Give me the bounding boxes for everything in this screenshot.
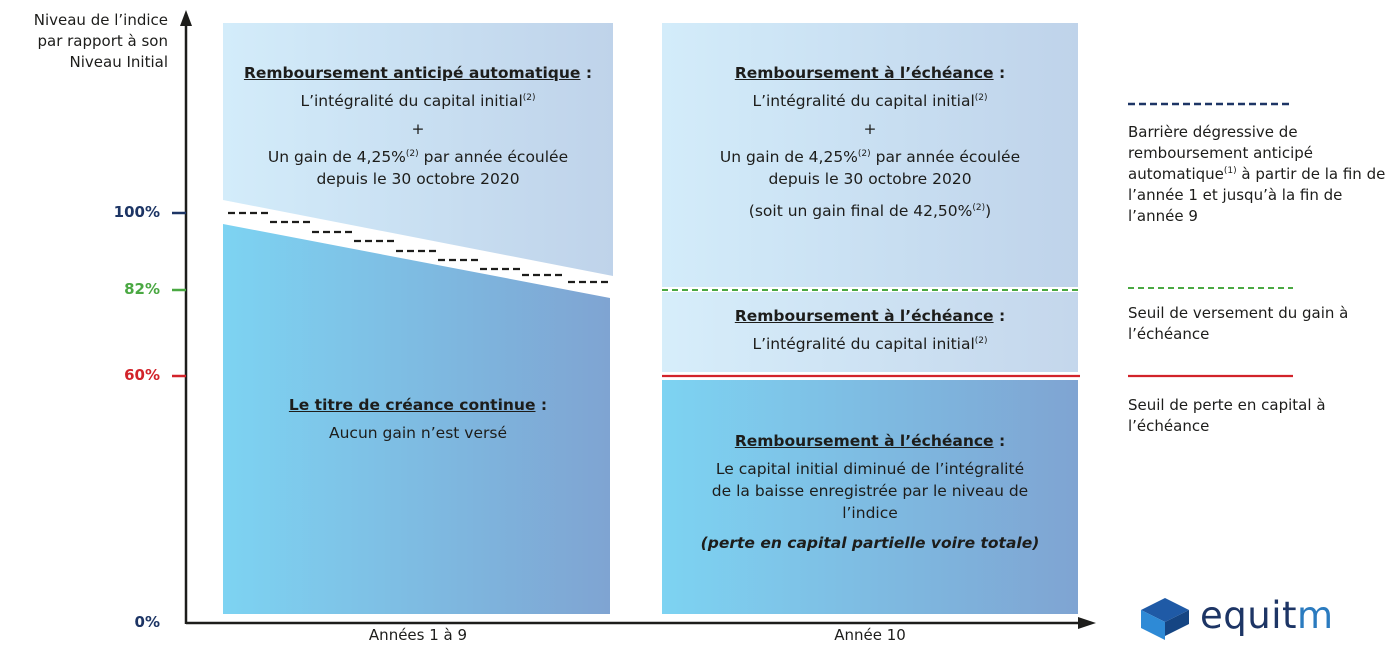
logo-text-accent: m	[1297, 594, 1334, 637]
footnote-ref: (2)	[972, 203, 986, 213]
x-axis-arrow	[1078, 617, 1096, 629]
x-axis-label-year-10: Année 10	[834, 626, 906, 644]
loss-note: (perte en capital partielle voire totale…	[700, 534, 1040, 552]
legend-barrier-text: Barrière dégressive de remboursement ant…	[1128, 122, 1390, 227]
legend-gain-text: Seuil de versement du gain à l’échéance	[1128, 303, 1390, 345]
left-top-panel	[223, 23, 613, 276]
logo-text-main: equit	[1200, 594, 1297, 637]
right-mid-text: Remboursement à l’échéance : L’intégrali…	[662, 305, 1078, 355]
text-line: par année écoulée	[418, 148, 569, 166]
footnote-ref: (2)	[522, 93, 536, 103]
heading-colon: :	[993, 64, 1006, 82]
legend-text: Seuil de perte en capital à l’échéance	[1128, 396, 1326, 435]
text-line: L’intégralité du capital initial	[752, 92, 975, 110]
legend-text: à partir de la fin de l’année 1 et jusqu…	[1128, 165, 1386, 225]
text-line: par année écoulée	[870, 148, 1021, 166]
text-line: L’intégralité du capital initial	[752, 335, 975, 353]
y-axis-title-line: Niveau de l’indice	[33, 11, 168, 29]
text-line: Un gain de 4,25%	[719, 148, 858, 166]
text-line: )	[985, 202, 992, 220]
degressive-barrier	[228, 211, 612, 284]
tick-label-100: 100%	[113, 203, 160, 221]
tick-label-0: 0%	[134, 613, 160, 631]
x-axis-label-years-1-9: Années 1 à 9	[368, 626, 468, 644]
legend-loss-text: Seuil de perte en capital à l’échéance	[1128, 395, 1390, 437]
plus-sign: +	[411, 120, 425, 138]
footnote-ref: (2)	[857, 149, 871, 159]
heading-colon: :	[993, 307, 1006, 325]
left-top-heading: Remboursement anticipé automatique	[243, 64, 581, 82]
text-line: depuis le 30 octobre 2020	[768, 170, 972, 188]
text-line: Le capital initial diminué de l’intégral…	[715, 460, 1025, 478]
footnote-ref: (1)	[1223, 166, 1237, 176]
right-mid-panel	[662, 292, 1078, 372]
right-top-panel	[662, 23, 1078, 287]
right-bottom-panel	[662, 380, 1078, 614]
text-line: Un gain de 4,25%	[267, 148, 406, 166]
right-mid-heading: Remboursement à l’échéance	[734, 307, 994, 325]
text-line: Aucun gain n’est versé	[329, 424, 507, 442]
plus-sign: +	[863, 120, 877, 138]
equitim-logo-text: equitm	[1200, 596, 1334, 636]
heading-colon: :	[535, 396, 548, 414]
tick-label-82: 82%	[124, 280, 160, 298]
y-axis-title-line: par rapport à son	[37, 32, 168, 50]
tick-label-60: 60%	[124, 366, 160, 384]
text-line: l’indice	[842, 504, 898, 522]
text-line: (soit un gain final de 42,50%	[748, 202, 973, 220]
legend-text: Barrière dégressive de remboursement ant…	[1128, 123, 1314, 183]
text-line: de la baisse enregistrée par le niveau d…	[711, 482, 1029, 500]
heading-colon: :	[580, 64, 593, 82]
heading-colon: :	[993, 432, 1006, 450]
text-line: L’intégralité du capital initial	[300, 92, 523, 110]
y-axis-title-line: Niveau Initial	[69, 53, 168, 71]
left-bottom-text: Le titre de créance continue : Aucun gai…	[223, 394, 613, 444]
left-bottom-panel	[223, 224, 610, 614]
y-axis-title: Niveau de l’indice par rapport à son Niv…	[0, 10, 168, 73]
left-top-text: Remboursement anticipé automatique : L’i…	[223, 62, 613, 190]
footnote-ref: (2)	[405, 149, 419, 159]
right-top-text: Remboursement à l’échéance : L’intégrali…	[662, 62, 1078, 222]
right-bottom-heading: Remboursement à l’échéance	[734, 432, 994, 450]
right-top-heading: Remboursement à l’échéance	[734, 64, 994, 82]
right-bottom-text: Remboursement à l’échéance : Le capital …	[662, 430, 1078, 554]
y-axis-arrow	[180, 10, 192, 26]
equitim-logo-icon	[1141, 598, 1189, 640]
footnote-ref: (2)	[974, 336, 988, 346]
text-line: depuis le 30 octobre 2020	[316, 170, 520, 188]
footnote-ref: (2)	[974, 93, 988, 103]
left-bottom-heading: Le titre de créance continue	[288, 396, 536, 414]
legend-text: Seuil de versement du gain à l’échéance	[1128, 304, 1349, 343]
